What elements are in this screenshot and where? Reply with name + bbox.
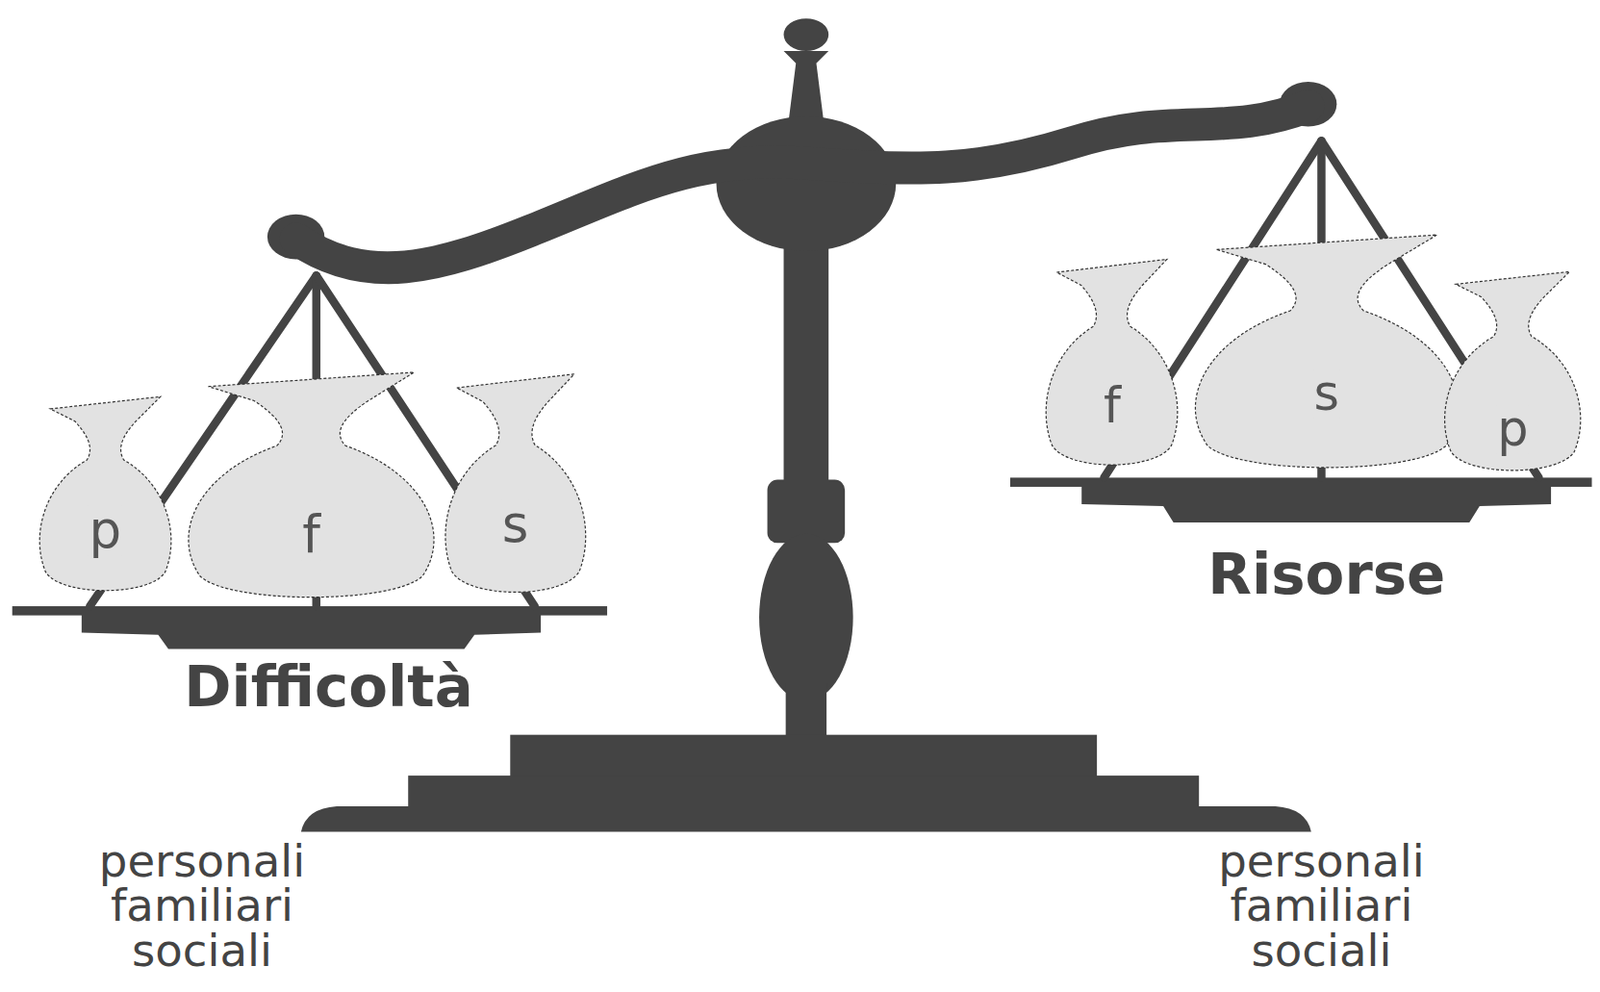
pan-title: Difficoltà xyxy=(94,658,564,715)
resource-bag: p xyxy=(28,392,182,597)
finial-knob xyxy=(784,18,830,51)
post xyxy=(784,224,830,490)
bag-letter: s xyxy=(1310,369,1345,419)
bag-shape xyxy=(445,374,586,593)
bulb xyxy=(759,533,854,702)
bag-shape xyxy=(1194,234,1458,468)
pan xyxy=(81,614,541,650)
pan xyxy=(1081,485,1551,523)
resource-bag: s xyxy=(433,369,598,600)
base-step xyxy=(509,735,1097,779)
bag-outline xyxy=(168,367,455,605)
bag-letter: f xyxy=(1099,381,1125,432)
bag-letter: s xyxy=(498,499,534,551)
hub xyxy=(716,116,897,252)
pan-rim xyxy=(1010,477,1593,487)
base-step xyxy=(407,775,1199,809)
bag-outline xyxy=(433,369,598,600)
category-list: personali familiari sociali xyxy=(49,838,356,974)
resource-bag: p xyxy=(1433,267,1592,477)
base-foot xyxy=(301,806,1312,833)
bag-shape xyxy=(1445,271,1581,471)
pan-rim xyxy=(12,606,608,616)
bag-letter: p xyxy=(84,505,126,557)
bag-shape xyxy=(188,372,434,598)
neck xyxy=(786,684,827,740)
bag-shape xyxy=(1046,259,1179,466)
collar xyxy=(767,480,846,544)
resource-bag: f xyxy=(1035,254,1189,472)
pan-title: Risorse xyxy=(1112,545,1541,603)
bag-outline xyxy=(1173,229,1480,476)
bag-letter: f xyxy=(298,509,325,561)
resource-bag: f xyxy=(168,367,455,605)
bag-outline xyxy=(1035,254,1189,472)
category-list: personali familiari sociali xyxy=(1168,838,1474,974)
bag-letter: p xyxy=(1493,405,1532,455)
beam xyxy=(296,105,1309,268)
bag-shape xyxy=(39,397,172,592)
bag-outline xyxy=(28,392,182,597)
finial-neck xyxy=(784,50,830,128)
resource-bag: s xyxy=(1173,229,1480,476)
